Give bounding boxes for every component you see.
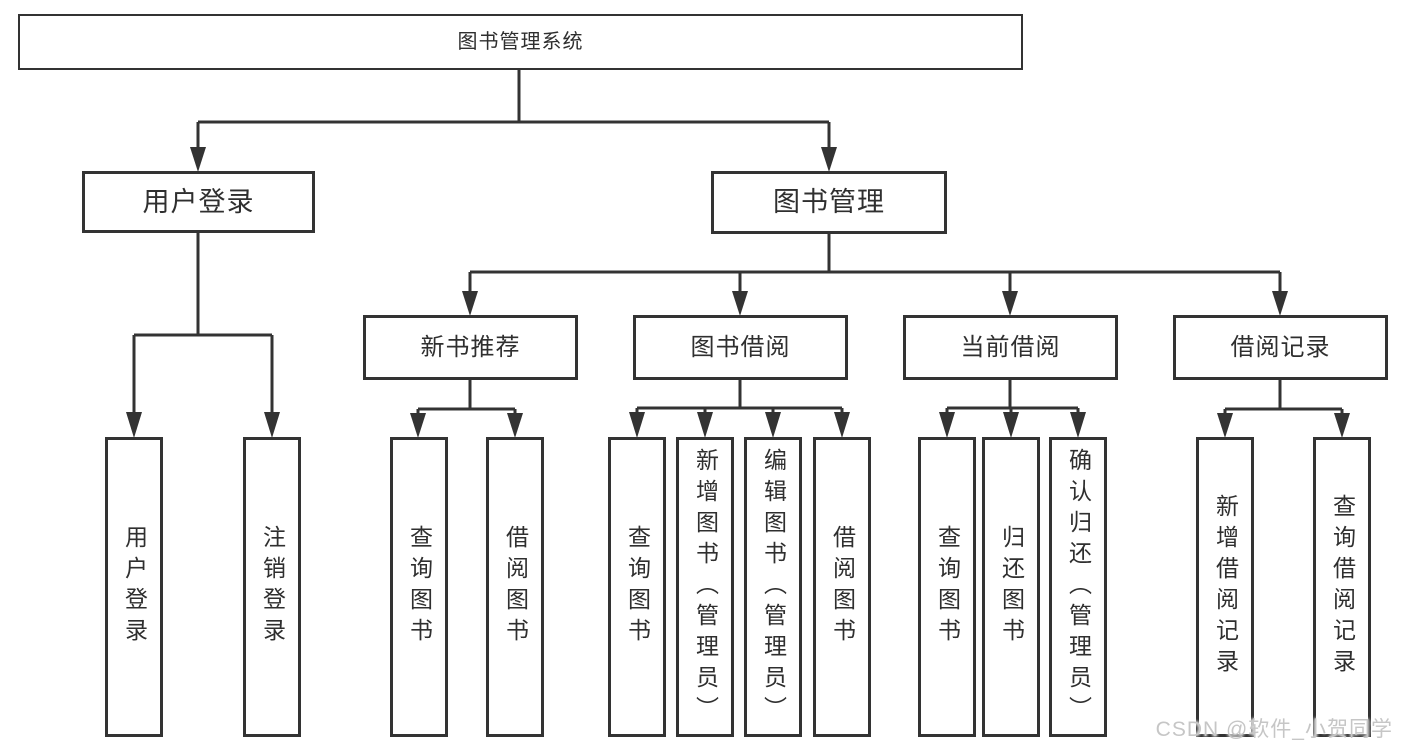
leaf-add-books-admin: 新增图书（管理员） <box>676 437 734 737</box>
leaf-borrow-books-borrowing: 借阅图书 <box>813 437 871 737</box>
leaf-label: 借阅图书 <box>829 525 856 649</box>
arrowhead <box>821 147 837 172</box>
node-library-management-system: 图书管理系统 <box>18 14 1023 70</box>
leaf-label: 用户登录 <box>121 525 148 649</box>
arrowhead <box>264 412 280 438</box>
leaf-label: 查询图书 <box>624 525 651 649</box>
leaf-label: 编辑图书（管理员） <box>760 447 787 727</box>
leaf-confirm-return-admin: 确认归还（管理员） <box>1049 437 1107 737</box>
csdn-watermark: CSDN @软件_小贺同学 <box>1155 718 1393 741</box>
arrowhead <box>834 412 850 438</box>
leaf-label: 新增图书（管理员） <box>692 447 719 727</box>
leaf-label: 借阅图书 <box>502 525 529 649</box>
arrowhead <box>732 291 748 316</box>
leaf-label: 查询图书 <box>406 525 433 649</box>
arrowhead <box>1070 412 1086 438</box>
arrowhead <box>126 412 142 438</box>
leaf-return-books: 归还图书 <box>982 437 1040 737</box>
leaf-label: 新增借阅记录 <box>1212 494 1239 680</box>
arrowhead <box>1272 291 1288 316</box>
arrowhead <box>1003 412 1019 438</box>
node-book-borrowing: 图书借阅 <box>633 315 848 380</box>
leaf-label: 确认归还（管理员） <box>1065 447 1092 727</box>
leaf-borrow-books-newrec: 借阅图书 <box>486 437 544 737</box>
arrowhead <box>697 412 713 438</box>
arrowhead <box>462 291 478 316</box>
leaf-add-borrowing-record: 新增借阅记录 <box>1196 437 1254 737</box>
leaf-label: 注销登录 <box>259 525 286 649</box>
arrowhead <box>1334 413 1350 438</box>
arrowhead <box>507 413 523 438</box>
leaf-edit-books-admin: 编辑图书（管理员） <box>744 437 802 737</box>
leaf-user-login: 用户登录 <box>105 437 163 737</box>
leaf-query-books-newrec: 查询图书 <box>390 437 448 737</box>
leaf-label: 归还图书 <box>998 525 1025 649</box>
arrowhead <box>410 413 426 438</box>
arrowhead <box>190 147 206 172</box>
leaf-label: 查询借阅记录 <box>1329 494 1356 680</box>
arrowhead <box>939 412 955 438</box>
node-borrowing-records: 借阅记录 <box>1173 315 1388 380</box>
arrowhead <box>629 412 645 438</box>
leaf-query-books-borrowing: 查询图书 <box>608 437 666 737</box>
leaf-query-borrowing-record: 查询借阅记录 <box>1313 437 1371 737</box>
arrowhead <box>1002 291 1018 316</box>
node-book-management: 图书管理 <box>711 171 947 234</box>
leaf-label: 查询图书 <box>934 525 961 649</box>
leaf-logout-login: 注销登录 <box>243 437 301 737</box>
arrowhead <box>1217 413 1233 438</box>
arrowhead <box>765 412 781 438</box>
node-new-book-recommendation: 新书推荐 <box>363 315 578 380</box>
leaf-query-books-current: 查询图书 <box>918 437 976 737</box>
node-user-login: 用户登录 <box>82 171 315 233</box>
node-current-borrowing: 当前借阅 <box>903 315 1118 380</box>
